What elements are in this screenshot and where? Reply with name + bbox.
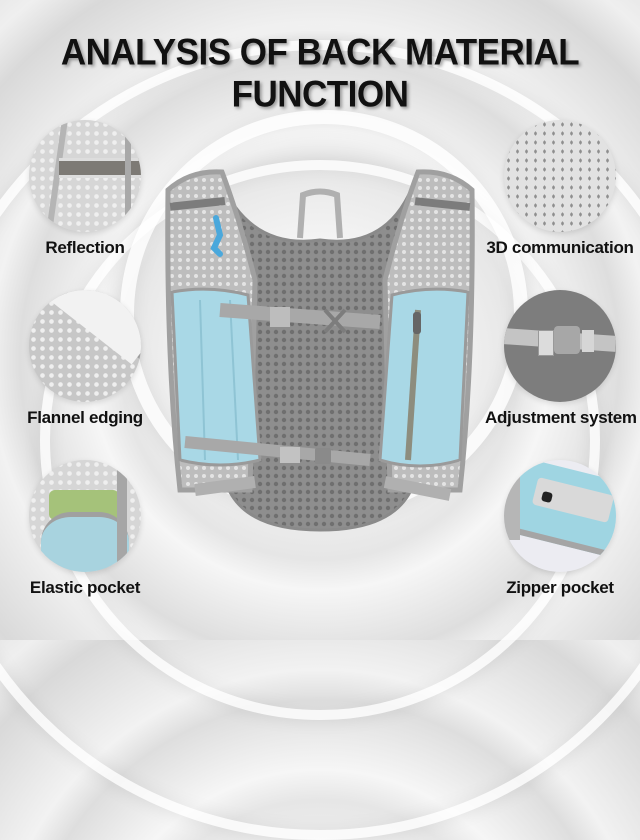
zipper-pocket-closeup-icon — [504, 460, 616, 572]
feature-label: Zipper pocket — [506, 578, 614, 597]
feature-flannel-edging: Flannel edging — [10, 290, 160, 428]
3d-mesh-closeup-icon — [504, 120, 616, 232]
feature-zipper-pocket: Zipper pocket — [485, 460, 635, 598]
feature-3d-communication: 3D communication — [485, 120, 635, 258]
running-vest-image — [165, 169, 475, 532]
reflective-strip-closeup-icon — [29, 120, 141, 232]
feature-label: 3D communication — [486, 238, 634, 257]
feature-adjustment-system: Adjustment system — [485, 290, 637, 428]
elastic-pocket-closeup-icon — [29, 460, 141, 572]
feature-reflection: Reflection — [10, 120, 160, 258]
feature-label: Reflection — [45, 238, 125, 257]
feature-label: Elastic pocket — [29, 578, 141, 597]
feature-label: Adjustment system — [485, 408, 637, 427]
page-title: ANALYSIS OF BACK MATERIAL FUNCTION — [60, 32, 580, 115]
feature-elastic-pocket: Elastic pocket — [10, 460, 160, 598]
feature-label: Flannel edging — [27, 408, 143, 427]
flannel-edge-closeup-icon — [29, 290, 141, 402]
buckle-strap-closeup-icon — [504, 290, 616, 402]
